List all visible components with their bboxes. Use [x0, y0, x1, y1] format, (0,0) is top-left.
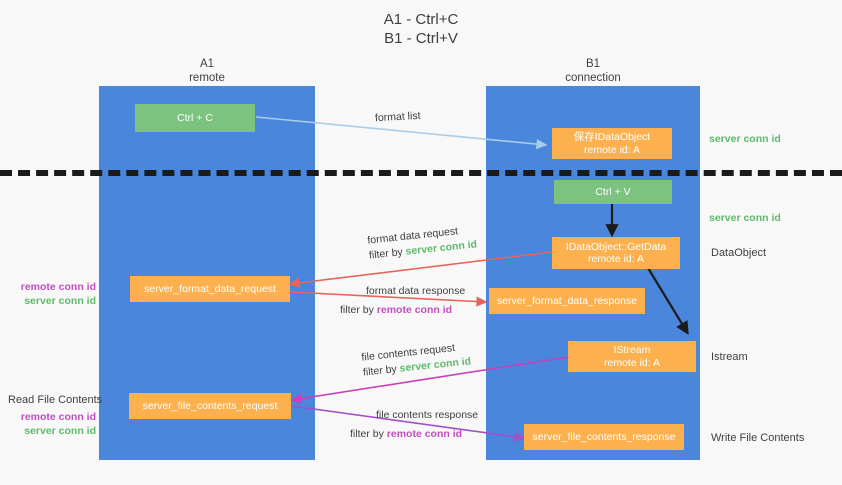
- column-header-a1-name: A1: [199, 58, 215, 70]
- edge-label-file-contents-response-filter: filter by remote conn id: [350, 427, 478, 442]
- edge-label-format-data-request: format data request filter by server con…: [367, 222, 478, 263]
- box-server-format-data-response-label: server_format_data_response: [496, 294, 638, 307]
- edge-label-format-data-response-filter: filter by remote conn id: [340, 303, 465, 318]
- box-server-file-contents-request-label: server_file_contents_request: [142, 399, 278, 412]
- box-istream[interactable]: IStream remote id: A: [568, 341, 696, 372]
- box-ctrl-v[interactable]: Ctrl + V: [554, 180, 672, 204]
- edge-label-format-data-response: format data response filter by remote co…: [340, 284, 466, 318]
- filter-prefix: filter by: [350, 428, 387, 440]
- box-ctrl-c[interactable]: Ctrl + C: [135, 104, 255, 132]
- box-server-file-contents-response-label: server_file_contents_response: [532, 430, 676, 443]
- box-ctrl-c-label: Ctrl + C: [177, 111, 213, 124]
- edge-label-file-contents-response: file contents response filter by remote …: [350, 408, 479, 442]
- right-note-istream: Istream: [711, 351, 748, 363]
- box-idataobject-getdata-line2: remote id: A: [587, 253, 645, 265]
- filter-prefix: filter by: [362, 362, 401, 379]
- filter-prefix: filter by: [368, 245, 407, 262]
- column-header-a1-sub: remote: [189, 71, 225, 84]
- edge-label-format-data-response-text: format data response: [366, 285, 466, 297]
- left-note-remote-conn-id-lower: remote conn id: [20, 411, 96, 423]
- left-note-conn-ids-lower: remote conn id server conn id: [10, 410, 96, 438]
- box-save-idataobject-line1: 保存IDataObject: [573, 131, 651, 143]
- filter-value-remote-conn-id: remote conn id: [386, 428, 463, 440]
- title-line-2: B1 - Ctrl+V: [384, 30, 458, 47]
- column-header-b1: B1 connection: [486, 58, 700, 85]
- left-note-server-conn-id-lower: server conn id: [24, 425, 96, 437]
- edge-label-format-list: format list: [375, 109, 421, 126]
- box-idataobject-getdata-line1: IDataObject::GetData: [565, 240, 667, 253]
- right-note-write-file-contents: Write File Contents: [711, 432, 805, 444]
- box-server-format-data-response[interactable]: server_format_data_response: [489, 288, 645, 314]
- left-note-server-conn-id: server conn id: [24, 295, 96, 307]
- box-server-format-data-request[interactable]: server_format_data_request: [130, 276, 290, 302]
- box-istream-line2: remote id: A: [603, 356, 661, 369]
- box-save-idataobject[interactable]: 保存IDataObject remote id: A: [552, 128, 672, 159]
- right-note-server-conn-id-top: server conn id: [709, 133, 781, 145]
- left-note-conn-ids-middle: remote conn id server conn id: [10, 280, 96, 308]
- box-server-file-contents-response[interactable]: server_file_contents_response: [524, 424, 684, 450]
- edge-label-file-contents-request: file contents request filter by server c…: [361, 339, 472, 380]
- edge-label-format-list-text: format list: [374, 109, 421, 125]
- diagram-title: A1 - Ctrl+C B1 - Ctrl+V: [0, 10, 842, 48]
- right-note-server-conn-id-mid: server conn id: [709, 212, 781, 224]
- box-ctrl-v-label: Ctrl + V: [595, 185, 631, 198]
- column-header-a1: A1 remote: [99, 58, 315, 85]
- phase-separator-dashed-line: [0, 170, 842, 176]
- box-server-format-data-request-label: server_format_data_request: [144, 282, 276, 295]
- left-note-read-file-contents: Read File Contents: [8, 394, 103, 406]
- title-line-1: A1 - Ctrl+C: [383, 11, 459, 28]
- filter-prefix: filter by: [340, 304, 377, 316]
- box-idataobject-getdata[interactable]: IDataObject::GetData remote id: A: [552, 237, 680, 269]
- column-header-b1-name: B1: [585, 58, 601, 70]
- box-istream-line1: IStream: [613, 344, 651, 356]
- edge-label-file-contents-response-text: file contents response: [376, 409, 479, 421]
- left-note-remote-conn-id: remote conn id: [20, 281, 96, 293]
- box-save-idataobject-line2: remote id: A: [583, 143, 641, 156]
- filter-value-remote-conn-id: remote conn id: [376, 304, 453, 316]
- column-header-b1-sub: connection: [565, 71, 621, 84]
- right-note-dataobject: DataObject: [711, 247, 767, 259]
- box-server-file-contents-request[interactable]: server_file_contents_request: [129, 393, 291, 419]
